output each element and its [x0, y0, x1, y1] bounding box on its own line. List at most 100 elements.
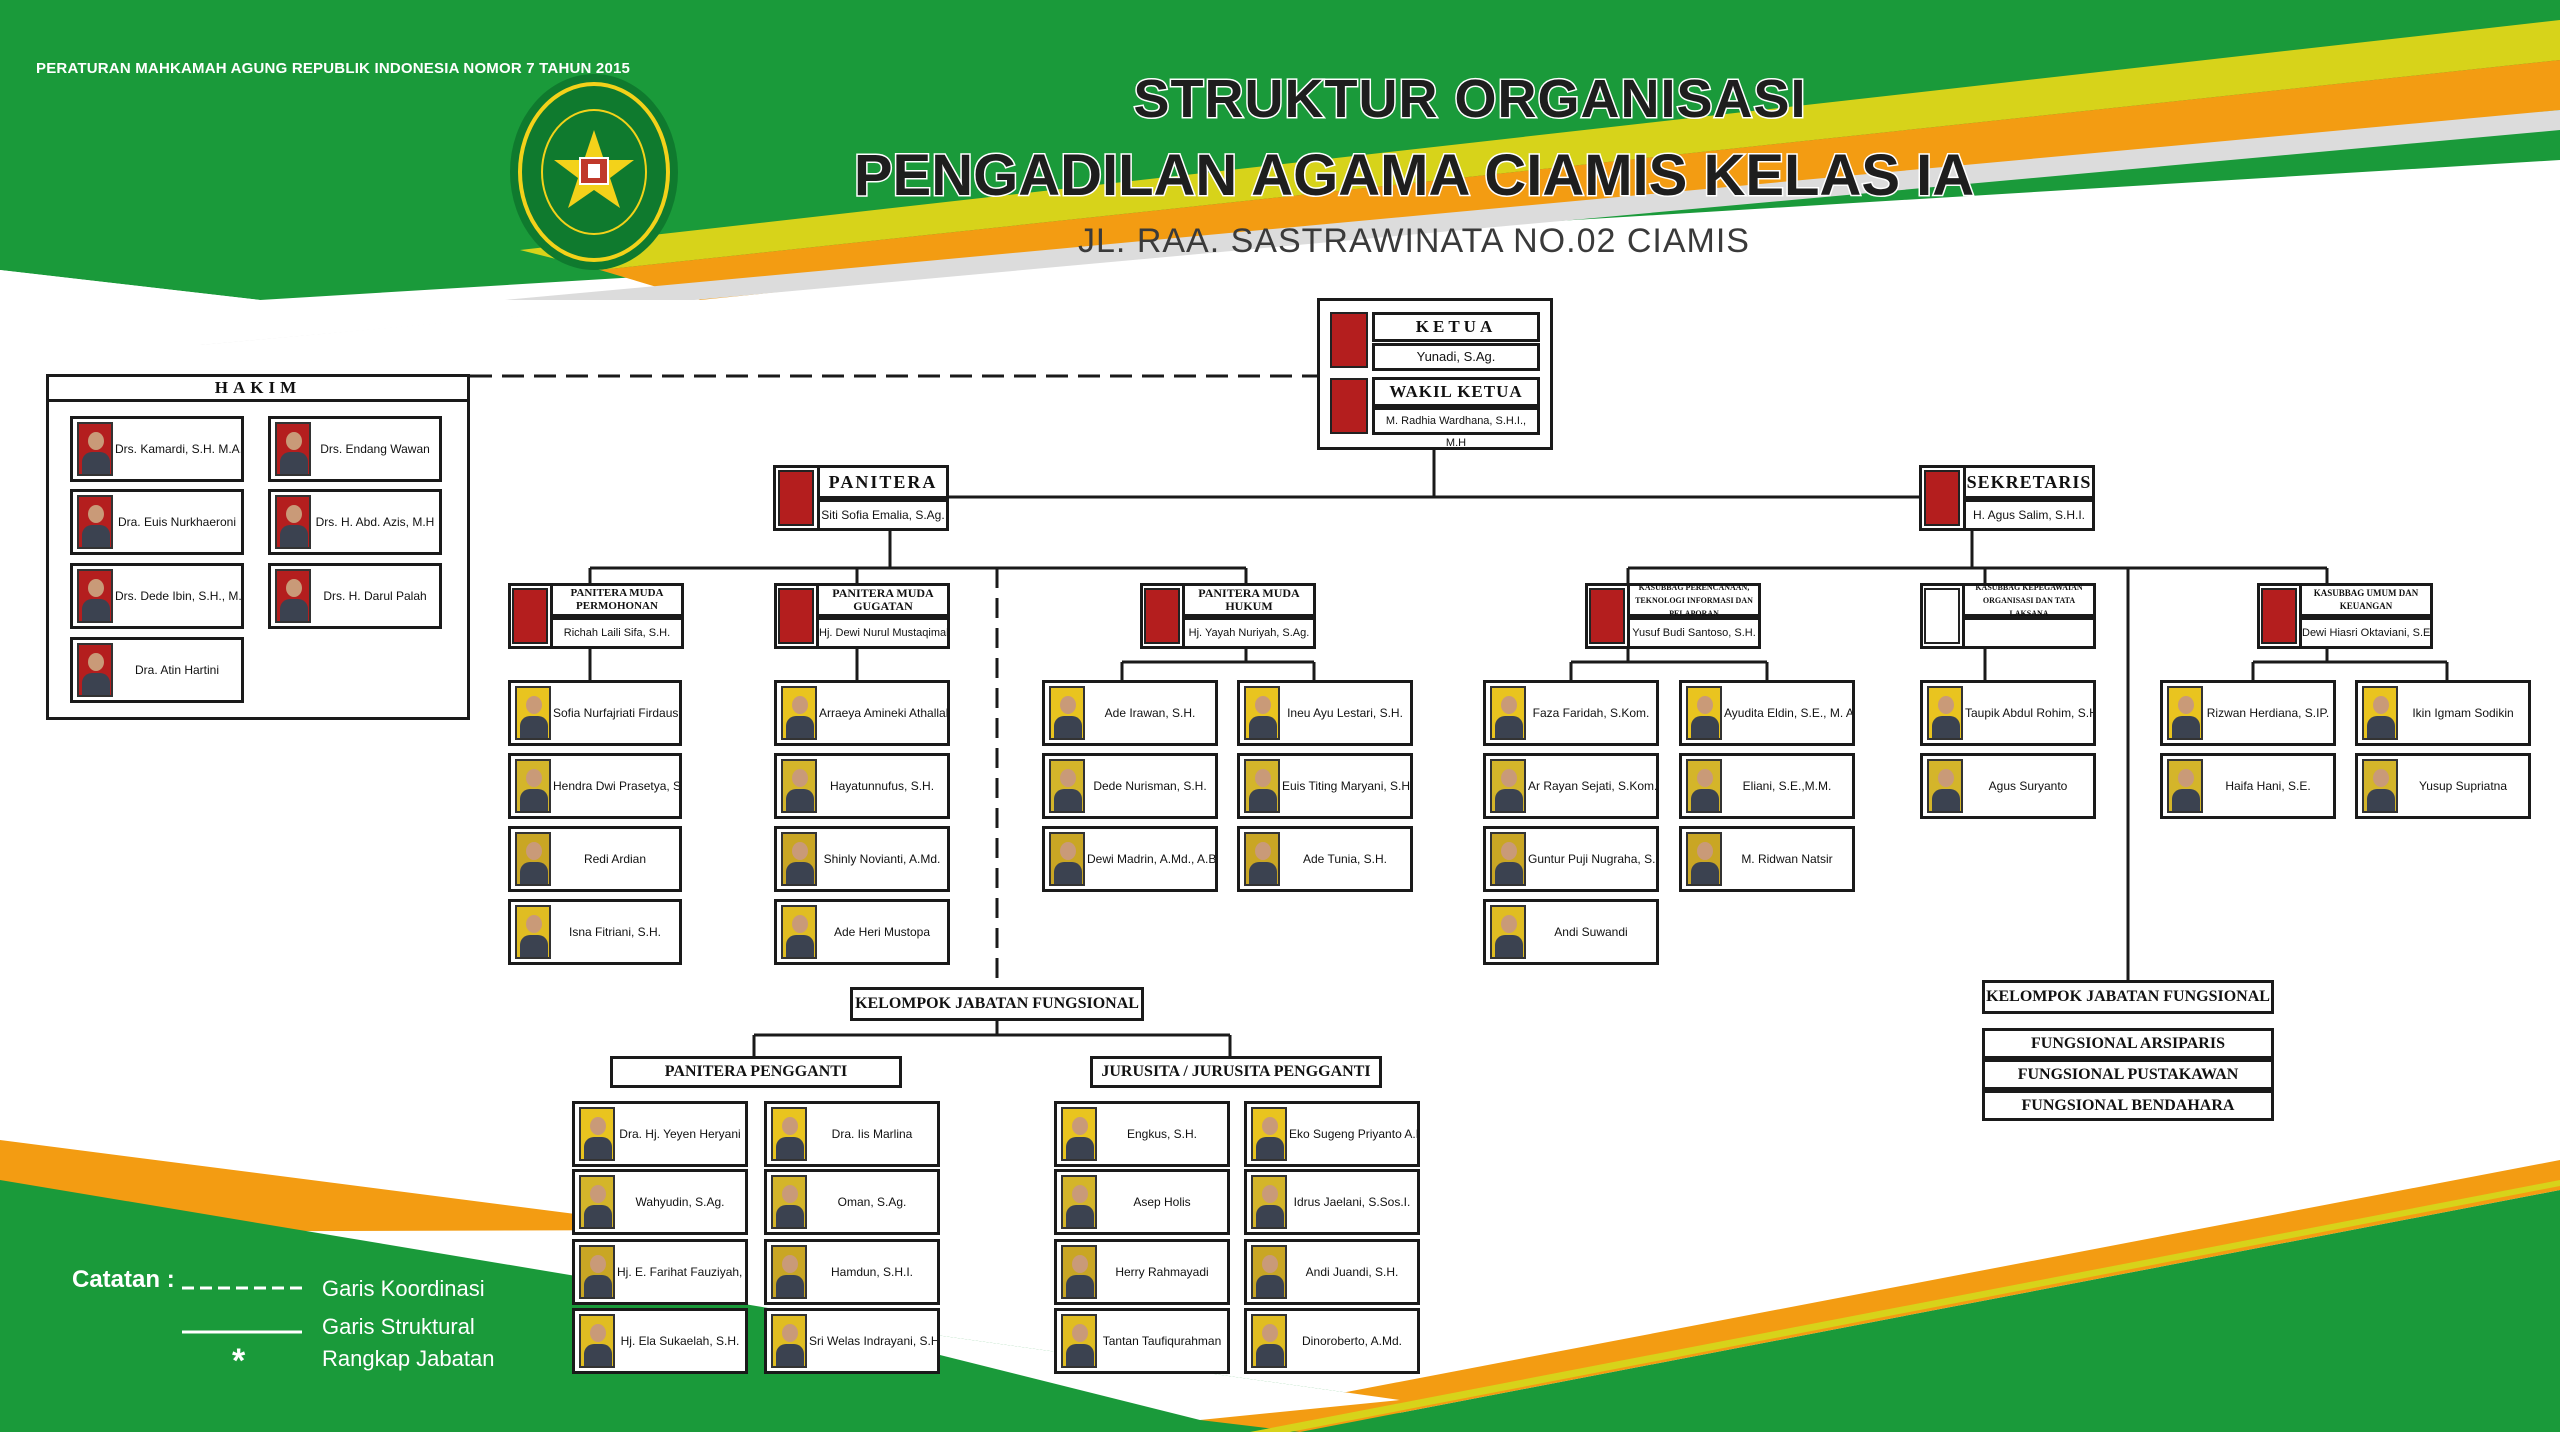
- staff-card: Dewi Madrin, A.Md., A.B.: [1042, 826, 1218, 892]
- person-photo: [579, 1314, 615, 1368]
- staff-card: Idrus Jaelani, S.Sos.I.: [1244, 1169, 1420, 1235]
- person-photo: [1049, 832, 1085, 886]
- panitera-photo: [778, 470, 814, 526]
- sekretaris-photo: [1924, 470, 1960, 526]
- staff-card: Engkus, S.H.: [1054, 1101, 1230, 1167]
- staff-card: Sri Welas Indrayani, S.H: [764, 1308, 940, 1374]
- court-logo: [510, 74, 678, 270]
- legend-struktural: Garis Struktural: [322, 1314, 475, 1339]
- person-name: Hj. E. Farihat Fauziyah, S.Ag.: [617, 1265, 745, 1279]
- kasubbag-umum-name: Dewi Hiasri Oktaviani, S.E.: [2299, 617, 2433, 649]
- person-name: Eliani, S.E.,M.M.: [1742, 779, 1832, 793]
- person-photo: [77, 495, 113, 549]
- staff-card: Dra. Iis Marlina: [764, 1101, 940, 1167]
- person-photo: [1251, 1245, 1287, 1299]
- person-photo: [771, 1175, 807, 1229]
- person-name: Tantan Taufiqurahman: [1102, 1334, 1222, 1348]
- hakim-member: Drs. Kamardi, S.H. M.A.: [70, 416, 244, 482]
- person-name: Dinoroberto, A.Md.: [1301, 1334, 1403, 1348]
- staff-card: Agus Suryanto: [1920, 753, 2096, 819]
- wakil-ketua-photo: [1330, 378, 1368, 434]
- person-name: Ade Tunia, S.H.: [1302, 852, 1388, 866]
- person-photo: [515, 905, 551, 959]
- court-address: JL. RAA. SASTRAWINATA NO.02 CIAMIS: [1078, 222, 1750, 260]
- person-name: Sofia Nurfajriati Firdaus, S.H.: [553, 706, 679, 720]
- person-name: Hayatunnufus, S.H.: [829, 779, 935, 793]
- kasubbag-ptip-title: KASUBBAG PERENCANAAN, TEKNOLOGI INFORMAS…: [1627, 583, 1761, 618]
- staff-card: Herry Rahmayadi: [1054, 1239, 1230, 1305]
- person-name: Hamdun, S.H.I.: [830, 1265, 914, 1279]
- person-name: Hendra Dwi Prasetya, S.H.: [553, 779, 679, 793]
- person-photo: [1061, 1107, 1097, 1161]
- staff-card: Eliani, S.E.,M.M.: [1679, 753, 1855, 819]
- pm-hukum-photo: [1144, 588, 1180, 644]
- person-name: Faza Faridah, S.Kom.: [1532, 706, 1650, 720]
- staff-card: Sofia Nurfajriati Firdaus, S.H.: [508, 680, 682, 746]
- person-photo: [275, 422, 311, 476]
- hakim-member: Drs. Dede Ibin, S.H., M.Sy.: [70, 563, 244, 629]
- regulation-reference: PERATURAN MAHKAMAH AGUNG REPUBLIK INDONE…: [36, 60, 631, 77]
- person-photo: [771, 1314, 807, 1368]
- staff-card: Andi Juandi, S.H.: [1244, 1239, 1420, 1305]
- staff-card: Ayudita Eldin, S.E., M. Ak: [1679, 680, 1855, 746]
- staff-card: Taupik Abdul Rohim, S.H.: [1920, 680, 2096, 746]
- legend-rangkap: Rangkap Jabatan: [322, 1346, 495, 1371]
- staff-card: Asep Holis: [1054, 1169, 1230, 1235]
- hakim-member: Dra. Euis Nurkhaeroni: [70, 489, 244, 555]
- person-name: Ade Heri Mustopa: [833, 925, 931, 939]
- person-name: Rizwan Herdiana, S.IP.: [2206, 706, 2330, 720]
- person-photo: [77, 569, 113, 623]
- person-photo: [771, 1245, 807, 1299]
- person-name: Ikin Igmam Sodikin: [2412, 706, 2514, 720]
- pm-permohonan-photo: [512, 588, 548, 644]
- staff-card: Redi Ardian: [508, 826, 682, 892]
- person-photo: [1251, 1175, 1287, 1229]
- person-name: Haifa Hani, S.E.: [2225, 779, 2311, 793]
- pm-hukum-name: Hj. Yayah Nuriyah, S.Ag.: [1182, 617, 1316, 649]
- person-photo: [1251, 1107, 1287, 1161]
- kasubbag-ptip-name: Yusuf Budi Santoso, S.H.: [1627, 617, 1761, 649]
- staff-card: M. Ridwan Natsir: [1679, 826, 1855, 892]
- fungsional-arsiparis: FUNGSIONAL ARSIPARIS: [1982, 1028, 2274, 1059]
- person-name: Euis Titing Maryani, S.H.: [1282, 779, 1410, 793]
- person-photo: [1490, 905, 1526, 959]
- staff-card: Hj. Ela Sukaelah, S.H.: [572, 1308, 748, 1374]
- person-name: Eko Sugeng Priyanto A.Md.: [1289, 1127, 1417, 1141]
- kasubbag-kepegawaian-title: KASUBBAG KEPEGAWAIAN ORGANISASI DAN TATA…: [1962, 583, 2096, 618]
- staff-card: Ar Rayan Sejati, S.Kom.: [1483, 753, 1659, 819]
- person-photo: [1490, 832, 1526, 886]
- person-name: Guntur Puji Nugraha, S.H.: [1528, 852, 1656, 866]
- person-name: Ar Rayan Sejati, S.Kom.: [1528, 779, 1656, 793]
- person-photo: [1061, 1314, 1097, 1368]
- staff-card: Wahyudin, S.Ag.: [572, 1169, 748, 1235]
- person-photo: [77, 422, 113, 476]
- person-name: Wahyudin, S.Ag.: [635, 1195, 725, 1209]
- person-photo: [1061, 1175, 1097, 1229]
- person-name: Herry Rahmayadi: [1115, 1265, 1209, 1279]
- person-name: Dede Nurisman, S.H.: [1093, 779, 1207, 793]
- ketua-photo: [1330, 312, 1368, 368]
- staff-card: Ade Tunia, S.H.: [1237, 826, 1413, 892]
- person-photo: [1490, 686, 1526, 740]
- person-name: Yusup Supriatna: [2418, 779, 2508, 793]
- staff-card: Oman, S.Ag.: [764, 1169, 940, 1235]
- person-photo: [579, 1175, 615, 1229]
- legend-koordinasi: Garis Koordinasi: [322, 1276, 485, 1301]
- person-name: Dra. Hj. Yeyen Heryani: [619, 1127, 741, 1141]
- staff-card: Ade Irawan, S.H.: [1042, 680, 1218, 746]
- ketua-name: Yunadi, S.Ag.: [1372, 343, 1540, 371]
- hakim-member: Drs. H. Darul Palah: [268, 563, 442, 629]
- staff-card: Faza Faridah, S.Kom.: [1483, 680, 1659, 746]
- fungsional-bendahara: FUNGSIONAL BENDAHARA: [1982, 1090, 2274, 1121]
- person-photo: [2167, 686, 2203, 740]
- person-name: Andi Juandi, S.H.: [1305, 1265, 1399, 1279]
- legend-title: Catatan :: [72, 1266, 175, 1293]
- staff-card: Dra. Hj. Yeyen Heryani: [572, 1101, 748, 1167]
- staff-card: Shinly Novianti, A.Md.: [774, 826, 950, 892]
- person-name: Oman, S.Ag.: [837, 1195, 907, 1209]
- person-name: M. Ridwan Natsir: [1741, 852, 1833, 866]
- person-name: Dewi Madrin, A.Md., A.B.: [1087, 852, 1215, 866]
- pm-permohonan-name: Richah Laili Sifa, S.H.: [550, 617, 684, 649]
- person-photo: [275, 569, 311, 623]
- person-name: Sri Welas Indrayani, S.H: [809, 1334, 937, 1348]
